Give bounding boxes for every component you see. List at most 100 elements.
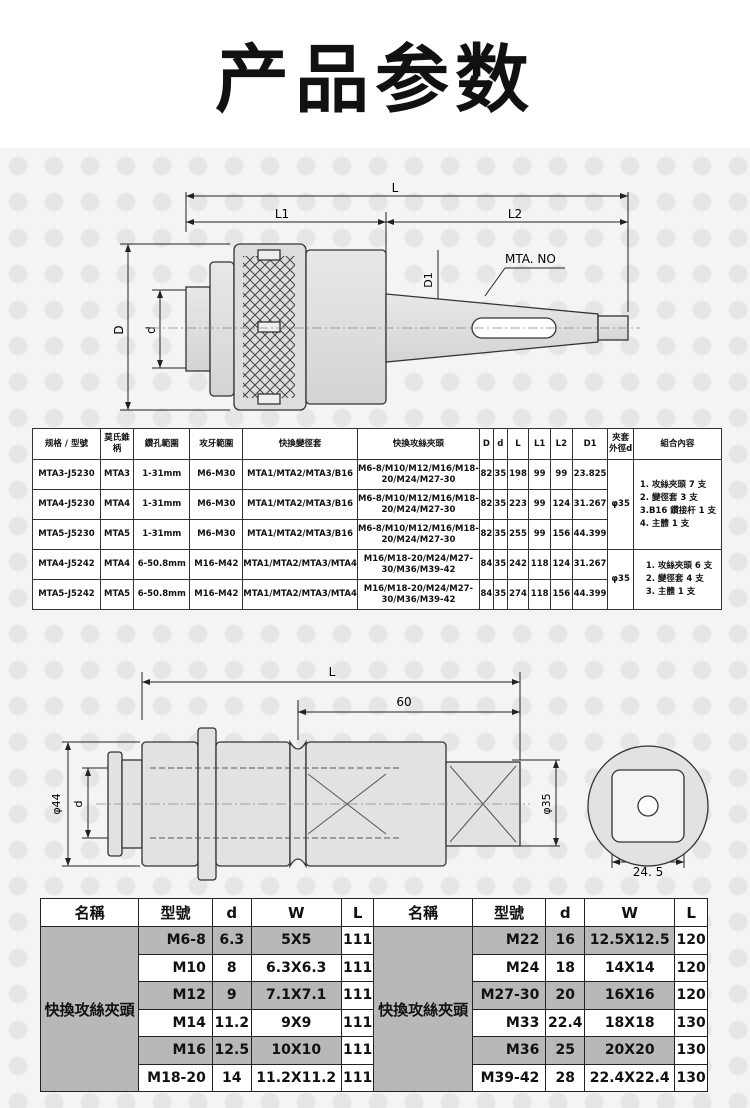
dim-d: d [72,801,85,808]
table-cell: 12.5X12.5 [584,926,676,955]
taper-label: MTA. NO [505,252,556,266]
spec-table: 规格 / 型號 莫氏錐柄 鑽孔範圍 攻牙範圍 快換變徑套 快換攻絲夾頭 D d … [32,428,723,610]
table-cell: 22.4 [545,1008,586,1037]
table-cell: 10X10 [250,1036,342,1065]
table-cell: MTA1/MTA2/MTA3/B16 [242,519,358,550]
table-cell: M16-M42 [189,579,244,610]
table-cell: M16-M42 [189,549,244,580]
table-cell: M16 [138,1036,213,1065]
table-cell: 20X20 [584,1036,676,1065]
table-cell: MTA3 [99,459,135,490]
table-cell: M24 [471,953,547,982]
table-cell: 20 [545,981,586,1010]
table-cell: 16 [545,926,586,955]
table-cell: 6-50.8mm [133,579,191,610]
table-cell: 120 [674,926,708,955]
table-cell: M18-20 [138,1063,213,1092]
table-cell: MTA4 [99,549,135,580]
table-cell: 25 [545,1036,586,1065]
table-cell: 9X9 [250,1008,342,1037]
table-cell: M14 [138,1008,213,1037]
table-cell: 1-31mm [133,489,191,520]
table-cell: MTA4-J5230 [32,489,101,520]
table-cell: MTA3-J5230 [32,459,101,490]
table-cell: 111 [340,1008,375,1037]
col-W: W [584,898,676,927]
clamp-group-1: φ35 [607,459,634,550]
table-cell: MTA1/MTA2/MTA3/MTA4 [242,549,358,580]
table-cell: 11.2 [211,1008,252,1037]
table-cell: MTA5 [99,519,135,550]
clamp-group-2: φ35 [607,549,634,610]
col-model: 型號 [138,898,213,927]
table-cell: 274 [506,579,530,610]
col-d: d [211,898,252,927]
dim-60: 60 [396,695,411,709]
col-chuck: 快換攻絲夾頭 [356,428,480,460]
table-cell: MTA4-J5242 [32,549,101,580]
table-cell: 120 [674,981,708,1010]
table-cell: 44.399 [571,579,609,610]
col-D1: D1 [571,428,609,460]
table-cell: M27-30 [471,981,547,1010]
table-cell: 31.267 [571,489,609,520]
table-cell: M6-M30 [189,489,244,520]
table-cell: 111 [340,981,375,1010]
dim-L: L [329,665,336,679]
table-cell: 23.825 [571,459,609,490]
table-cell: 12.5 [211,1036,252,1065]
dim-D: D [112,325,126,334]
table-cell: 35 [492,579,508,610]
table-cell: MTA5 [99,579,135,610]
table-cell: 1-31mm [133,519,191,550]
group-name-right: 快換攻絲夾頭 [373,926,473,1092]
dim-L1: L1 [275,207,289,221]
table-cell: 18X18 [584,1008,676,1037]
col-model: 型號 [471,898,547,927]
table-cell: 5X5 [250,926,342,955]
table-cell: 130 [674,1063,708,1092]
table-cell: 130 [674,1008,708,1037]
holder-drawing: L L1 L2 D d D1 MTA. NO [112,181,640,411]
dim-24-5: 24. 5 [633,865,664,879]
dim-D1: D1 [422,272,435,287]
dim-d: d [144,326,158,334]
table-cell: 6.3X6.3 [250,953,342,982]
table-cell: M16/M18-20/M24/M27-30/M36/M39-42 [356,579,480,610]
group-name-left: 快換攻絲夾頭 [39,926,140,1092]
col-L: L [674,898,708,927]
table-cell: 111 [340,1036,375,1065]
table-cell: 18 [545,953,586,982]
col-W: W [250,898,342,927]
table-cell: M16/M18-20/M24/M27-30/M36/M39-42 [356,549,480,580]
col-name: 名稱 [39,898,140,927]
table-cell: 11.2X11.2 [250,1063,342,1092]
chuck-drawing: L 60 φ44 d W φ35 24. 5 [50,665,709,881]
table-cell: M6-M30 [189,459,244,490]
table-cell: 111 [340,1063,375,1092]
table-cell: 35 [492,549,508,580]
table-cell: M10 [138,953,213,982]
table-cell: M39-42 [471,1063,547,1092]
col-L: L [340,898,375,927]
table-cell: M6-8/M10/M12/M16/M18-20/M24/M27-30 [356,519,480,550]
table-cell: MTA1/MTA2/MTA3/MTA4 [242,579,358,610]
table-cell: 7.1X7.1 [250,981,342,1010]
table-cell: 6-50.8mm [133,549,191,580]
table-cell: 130 [674,1036,708,1065]
table-cell: 16X16 [584,981,676,1010]
table-cell: 111 [340,953,375,982]
col-morse: 莫氏錐柄 [99,428,135,460]
dim-L: L [392,181,399,195]
table-cell: 22.4X22.4 [584,1063,676,1092]
